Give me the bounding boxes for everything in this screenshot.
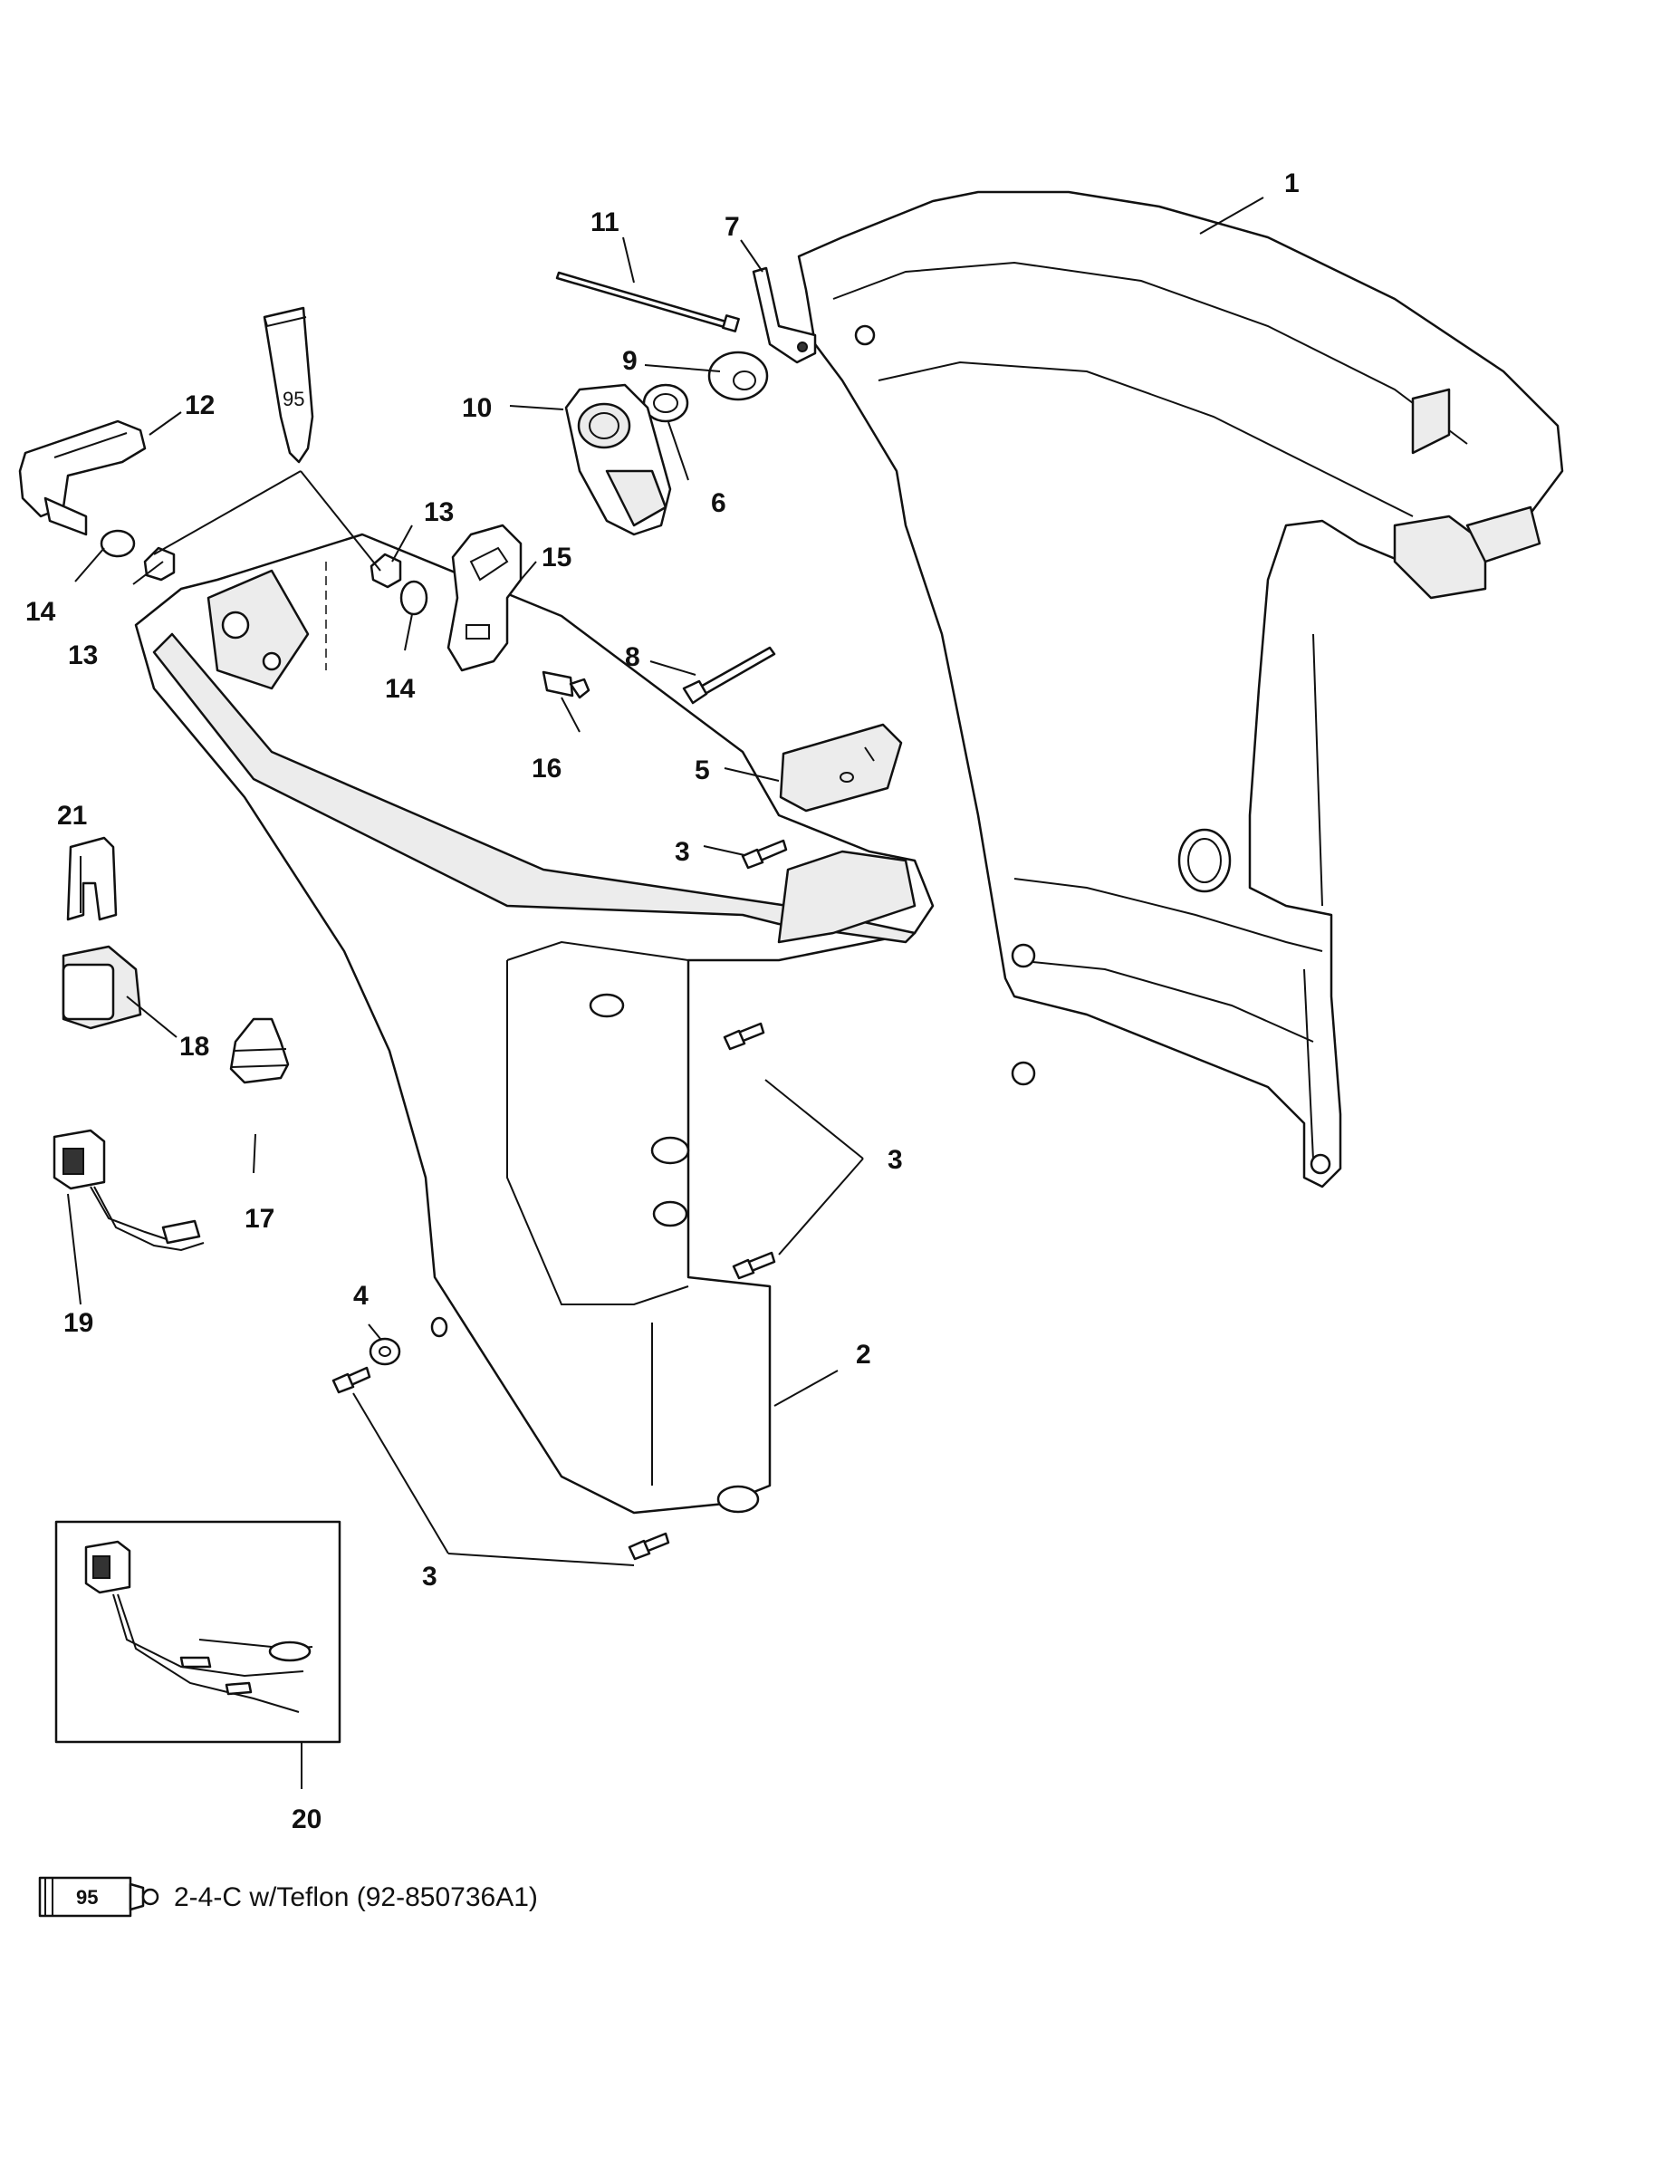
callout-16: 16 bbox=[532, 754, 562, 784]
washer-14-left bbox=[100, 529, 136, 558]
callout-7: 7 bbox=[725, 212, 740, 242]
screw-3-low bbox=[732, 1251, 776, 1280]
callout-18: 18 bbox=[179, 1032, 209, 1062]
callout-8: 8 bbox=[625, 642, 640, 672]
callout-12: 12 bbox=[185, 390, 215, 420]
sealant-tube-icon: 95 bbox=[263, 306, 314, 464]
callout-10: 10 bbox=[462, 393, 492, 423]
switch-harness-19 bbox=[53, 1129, 205, 1252]
legend-tube-label: 95 bbox=[76, 1886, 98, 1909]
callout-11: 11 bbox=[590, 207, 619, 237]
screw-16 bbox=[542, 670, 590, 699]
screw-3-left bbox=[331, 1366, 371, 1394]
screw-3-bottom bbox=[628, 1532, 670, 1561]
switch-kit-20-box bbox=[54, 1520, 341, 1744]
leader-lines bbox=[67, 197, 1264, 1789]
bolt-8 bbox=[682, 646, 776, 705]
callout-5: 5 bbox=[695, 755, 710, 785]
callout-21: 21 bbox=[57, 801, 87, 831]
grommet-9 bbox=[707, 351, 769, 401]
sealant-tube-label: 95 bbox=[283, 388, 304, 410]
callout-2: 2 bbox=[856, 1340, 871, 1370]
legend: 95 2-4-C w/Teflon (92-850736A1) bbox=[38, 1876, 538, 1918]
screw-3-upper bbox=[741, 839, 788, 870]
callout-15: 15 bbox=[542, 543, 571, 572]
legend-tube-icon: 95 bbox=[38, 1876, 159, 1918]
bracket-7 bbox=[752, 266, 817, 364]
rod-11 bbox=[555, 271, 740, 332]
callout-3-right: 3 bbox=[888, 1145, 903, 1175]
handle-12 bbox=[18, 419, 147, 536]
latch-housing-10 bbox=[564, 383, 672, 536]
callout-14-left: 14 bbox=[25, 597, 56, 627]
callout-9: 9 bbox=[622, 346, 638, 376]
grommet-17 bbox=[229, 1017, 290, 1084]
callout-13-right: 13 bbox=[424, 497, 454, 527]
clip-21 bbox=[66, 836, 118, 921]
callout-19: 19 bbox=[63, 1308, 93, 1338]
washer-4 bbox=[369, 1337, 401, 1366]
callout-17: 17 bbox=[245, 1204, 274, 1234]
legend-text: 2-4-C w/Teflon (92-850736A1) bbox=[174, 1882, 538, 1912]
callout-6: 6 bbox=[711, 488, 726, 518]
callout-labels: 1 11 7 9 12 10 6 13 15 14 13 8 14 16 5 2… bbox=[25, 168, 1300, 1834]
callout-3-bottom: 3 bbox=[422, 1562, 437, 1592]
callout-13-left: 13 bbox=[68, 640, 98, 670]
callout-4: 4 bbox=[353, 1281, 369, 1311]
screw-3-mid bbox=[723, 1022, 765, 1051]
callout-20: 20 bbox=[292, 1804, 322, 1834]
nut-13-right bbox=[370, 553, 402, 589]
washer-14-right bbox=[399, 580, 428, 616]
right-cowl-shell bbox=[797, 190, 1564, 1188]
callout-14-right: 14 bbox=[385, 674, 416, 704]
left-cowl-shell bbox=[134, 533, 935, 1515]
callout-1: 1 bbox=[1284, 168, 1300, 198]
cover-5 bbox=[779, 723, 903, 813]
switch-18 bbox=[62, 945, 142, 1030]
plate-15 bbox=[446, 524, 523, 672]
callout-3-upper: 3 bbox=[675, 837, 690, 867]
